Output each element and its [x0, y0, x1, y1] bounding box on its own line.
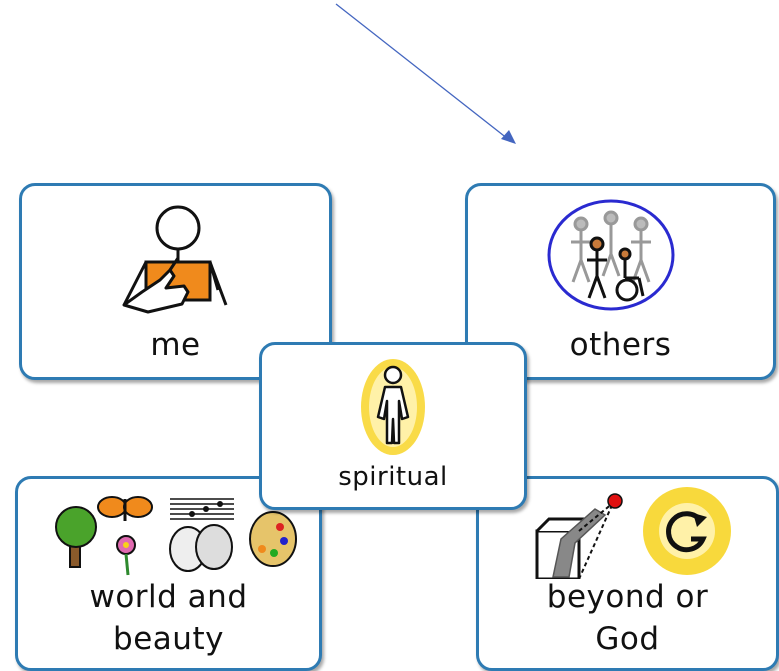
beyond-or-god-card: beyond or God: [476, 476, 779, 671]
spiritual-card: spiritual: [259, 342, 527, 510]
world-label-line2: beauty: [113, 621, 224, 657]
me-label: me: [150, 327, 201, 363]
beyond-label-line1: beyond or: [546, 579, 709, 615]
spiritual-label: spiritual: [338, 462, 448, 492]
person-pointing-self-icon: [122, 205, 228, 314]
group-of-people-icon: [547, 199, 675, 311]
glowing-person-icon: [361, 359, 425, 455]
nature-and-arts-icon: [55, 496, 297, 576]
others-label: others: [569, 327, 672, 363]
others-card: others: [465, 183, 776, 380]
beyond-label-line2: God: [595, 621, 660, 657]
world-label-line1: world and: [89, 579, 248, 615]
beyond-and-god-icon: [535, 487, 731, 579]
